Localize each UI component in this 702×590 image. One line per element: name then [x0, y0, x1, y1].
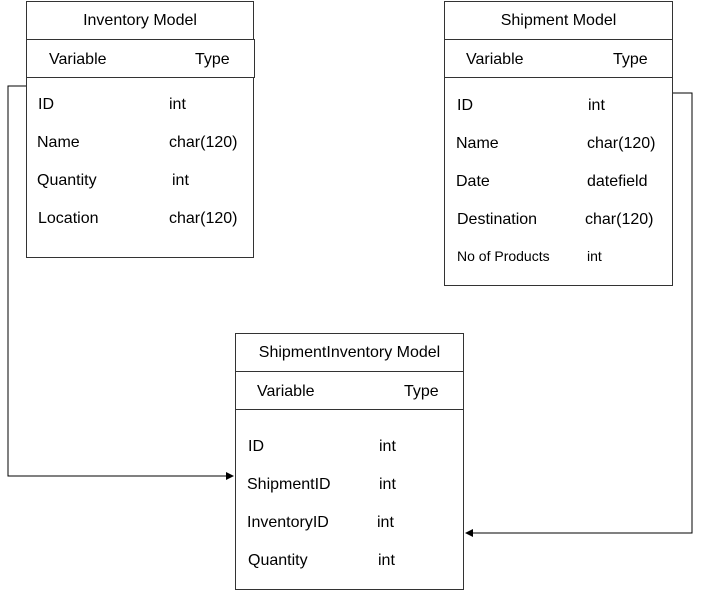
field-name: ID: [248, 438, 264, 455]
field-type: char(120): [587, 135, 656, 152]
field-type: int: [378, 552, 395, 569]
field-name: Destination: [457, 211, 538, 228]
column-header-variable: Variable: [466, 51, 524, 68]
field-type: int: [169, 96, 186, 113]
field-type: int: [379, 476, 396, 493]
field-name: ID: [457, 97, 473, 114]
field-type: int: [377, 514, 394, 531]
field-name: Name: [456, 135, 499, 152]
entity-title: Inventory Model: [83, 12, 197, 29]
field-name: Quantity: [37, 172, 97, 189]
field-name: InventoryID: [247, 514, 329, 531]
inventory-model-entity[interactable]: Inventory Model Variable Type ID int Nam…: [26, 1, 255, 258]
column-header-variable: Variable: [49, 51, 107, 68]
field-type: int: [588, 97, 605, 114]
entity-title: Shipment Model: [500, 12, 617, 29]
field-type: char(120): [169, 134, 238, 151]
column-header-type: Type: [404, 383, 439, 400]
entity-title: ShipmentInventory Model: [258, 344, 441, 361]
field-name: Date: [456, 173, 490, 190]
field-type: int: [379, 438, 396, 455]
shipmentinventory-model-entity[interactable]: ShipmentInventory Model Variable Type ID…: [235, 333, 464, 590]
field-type: int: [172, 172, 189, 189]
column-header: Variable Type: [235, 371, 464, 410]
column-header: Variable Type: [444, 39, 673, 78]
field-name: Name: [37, 134, 80, 151]
field-type: char(120): [585, 211, 654, 228]
field-name: ShipmentID: [247, 476, 331, 493]
shipment-model-entity[interactable]: Shipment Model Variable Type ID int Name…: [444, 1, 673, 286]
field-name: No of Products: [457, 248, 550, 264]
field-type: int: [587, 248, 602, 264]
connector-shipment-to-shipmentinventory: [465, 92, 693, 537]
connector-inventory-to-shipmentinventory: [7, 85, 234, 480]
column-header-variable: Variable: [257, 383, 315, 400]
field-name: ID: [38, 96, 54, 113]
column-header: Variable Type: [26, 39, 255, 78]
column-header-type: Type: [613, 51, 648, 68]
field-type: datefield: [587, 173, 648, 190]
field-type: char(120): [169, 210, 238, 227]
field-name: Quantity: [248, 552, 308, 569]
column-header-type: Type: [195, 51, 230, 68]
field-name: Location: [38, 210, 99, 227]
